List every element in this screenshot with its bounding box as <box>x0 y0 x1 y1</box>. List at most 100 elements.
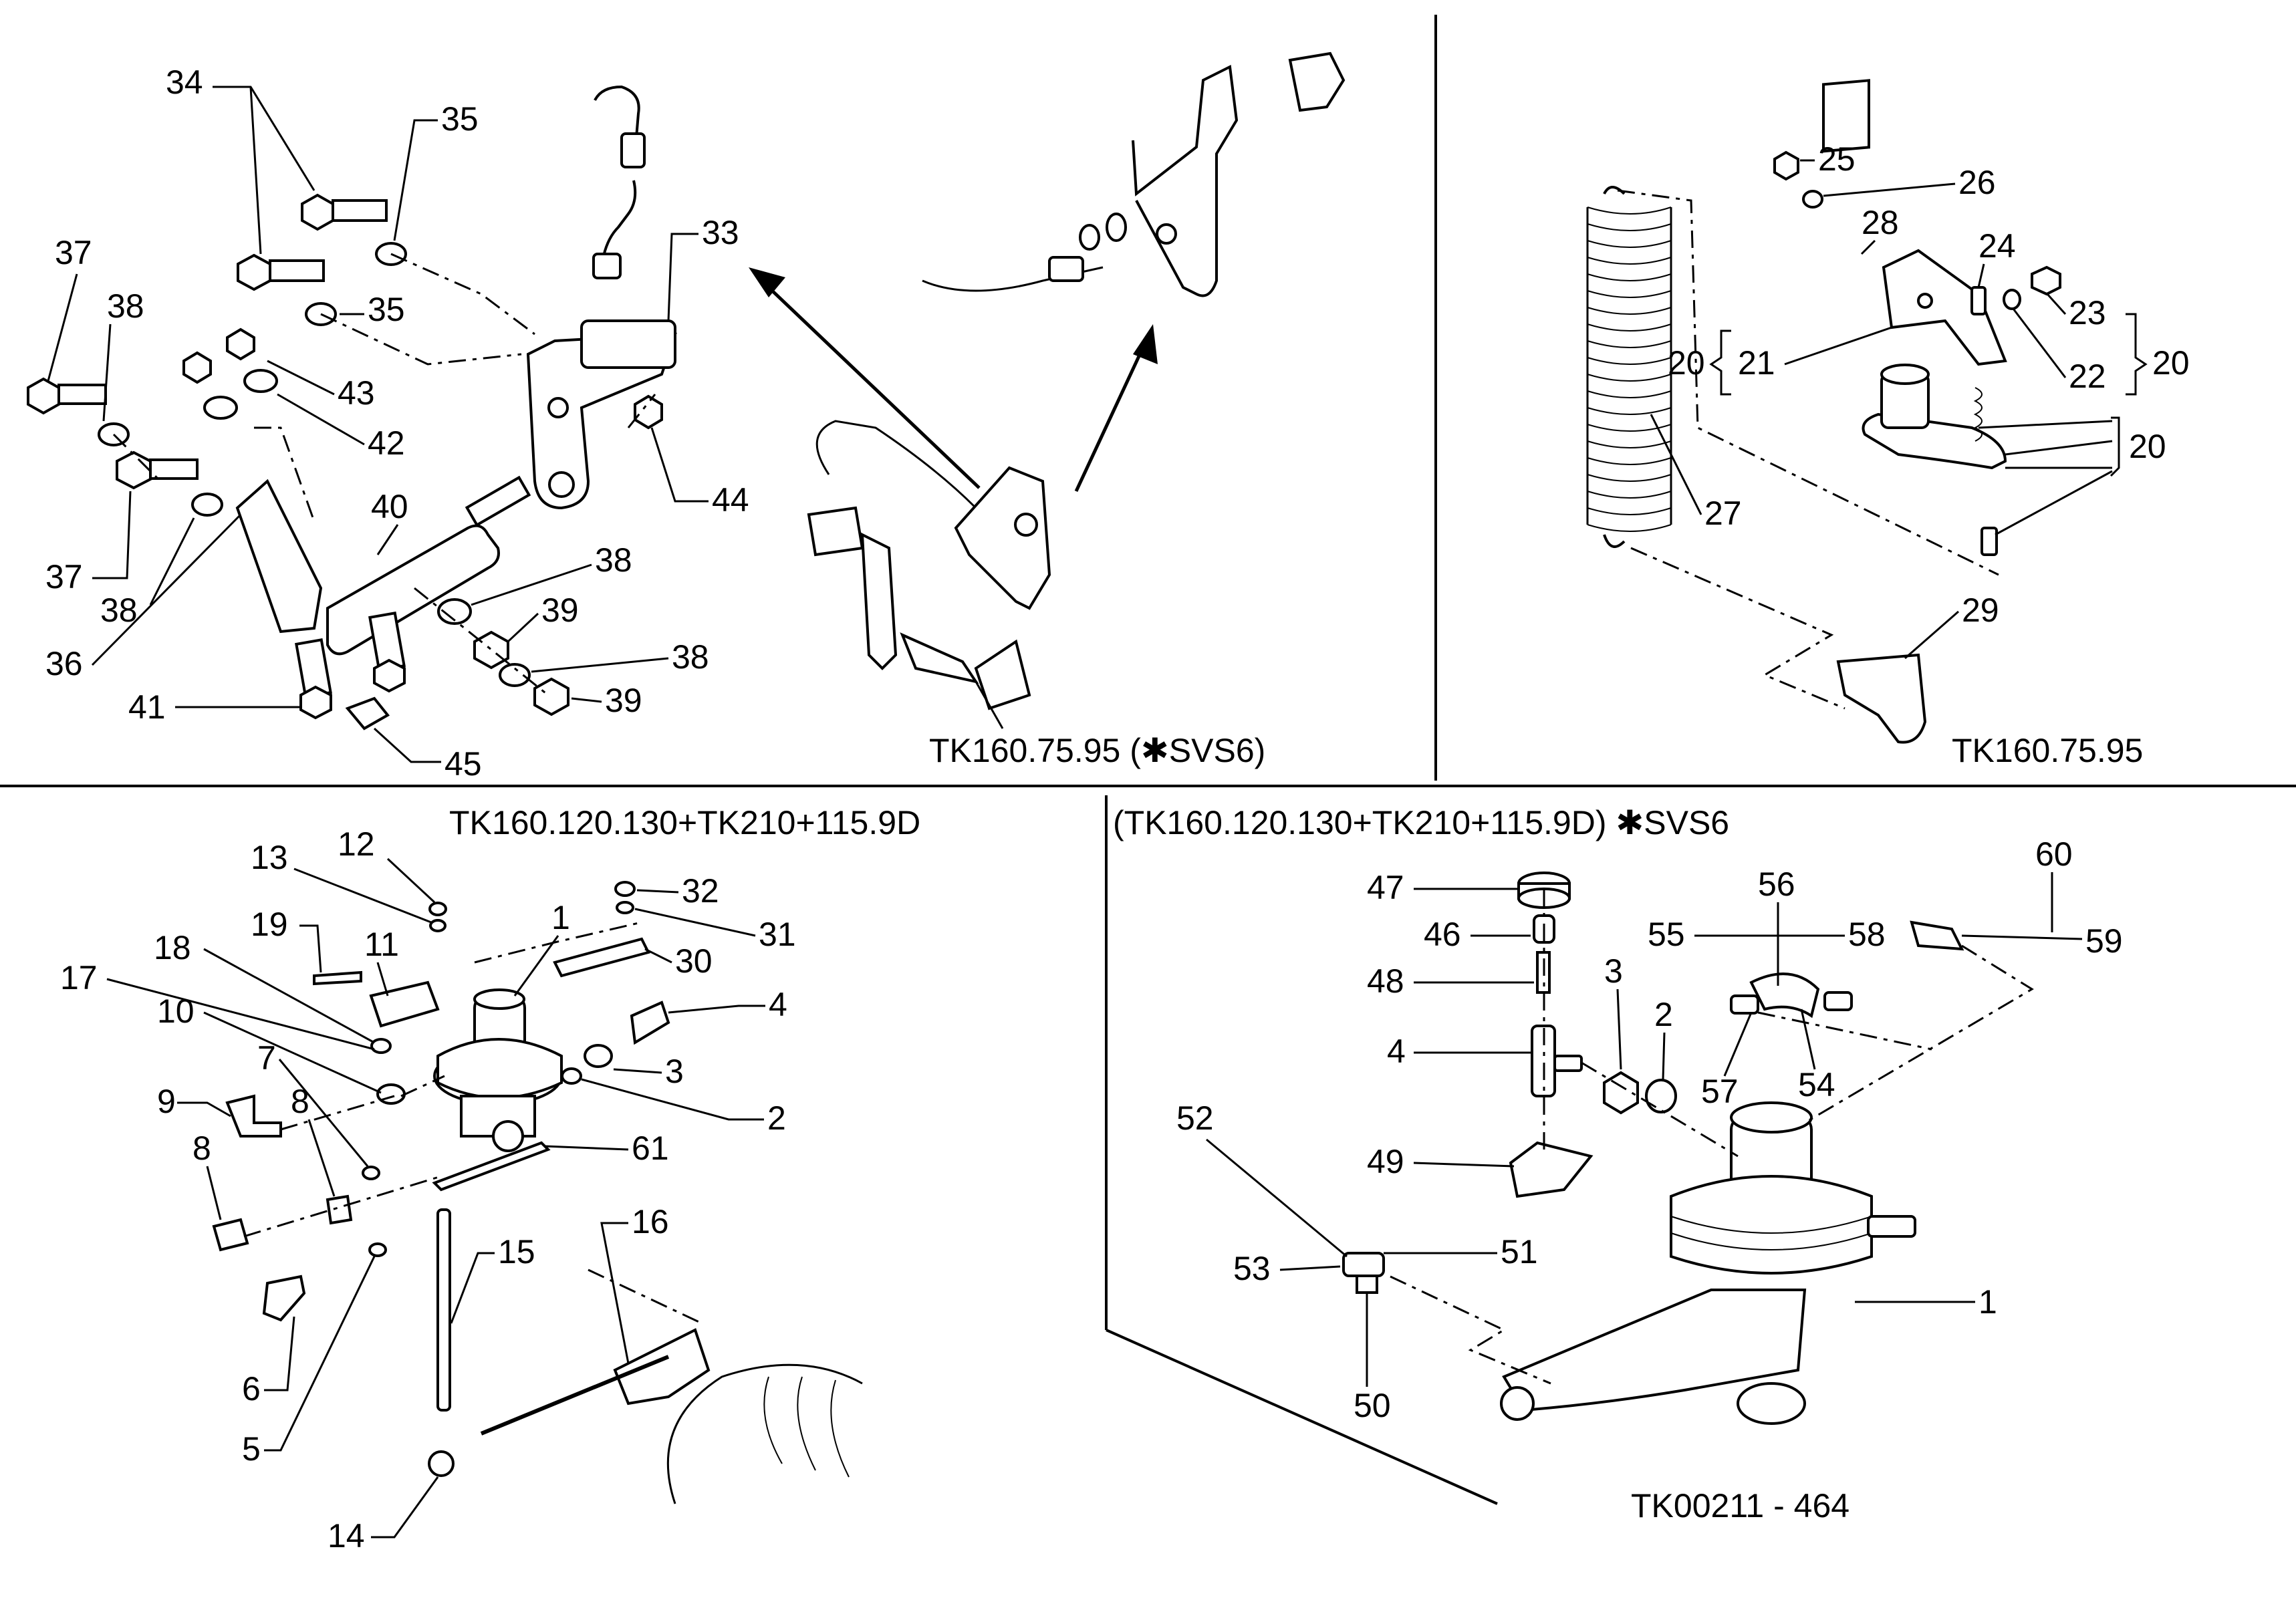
callout-57: 57 <box>1701 1073 1739 1110</box>
callout-20-left: 20 <box>1668 344 1705 382</box>
callout-29: 29 <box>1962 591 1999 629</box>
installed-clamp-mid <box>974 639 1031 710</box>
callout-20-switch: 20 <box>2129 428 2166 465</box>
callout-26: 26 <box>1958 164 1996 201</box>
bolt-41-b-head <box>373 658 406 693</box>
leader-36 <box>91 513 242 666</box>
bolt-41-a-head <box>299 685 332 720</box>
installed-cylinder-mid <box>900 632 979 684</box>
leader-45 <box>373 727 441 763</box>
clevis-14 <box>428 1450 455 1477</box>
callout-46: 46 <box>1424 916 1461 953</box>
alignment-line-1 <box>390 253 535 336</box>
callout-25: 25 <box>1818 140 1856 178</box>
callout-60: 60 <box>2035 835 2073 873</box>
alignment-line-bl-2 <box>400 1075 445 1097</box>
installed-nut-upper <box>1048 256 1084 282</box>
callout-38-b: 38 <box>100 591 138 629</box>
nut-3-br <box>1603 1071 1639 1115</box>
leader-10 <box>203 1011 382 1094</box>
callout-47: 47 <box>1367 869 1404 906</box>
callout-12: 12 <box>338 825 375 863</box>
nut-17 <box>370 1038 392 1054</box>
washer-13 <box>429 919 447 932</box>
alignment-line-bl-3 <box>280 1095 395 1131</box>
callout-7: 7 <box>257 1039 276 1077</box>
elbow-54 <box>1749 972 1820 1019</box>
washer-2 <box>561 1067 582 1085</box>
callout-53: 53 <box>1233 1250 1271 1287</box>
switch-pin <box>1981 527 1998 556</box>
leader-3-br <box>1616 988 1622 1070</box>
leader-28 <box>1860 239 1876 255</box>
leader-12 <box>386 857 436 904</box>
leader-21 <box>1784 326 1892 366</box>
callout-55: 55 <box>1648 916 1685 953</box>
washer-22 <box>2003 289 2021 310</box>
callout-61: 61 <box>632 1129 669 1167</box>
callout-24: 24 <box>1979 227 2016 265</box>
leader-22 <box>2012 308 2067 378</box>
bracket-36 <box>235 479 323 634</box>
callout-52: 52 <box>1176 1099 1214 1137</box>
arrow-up-right <box>1074 346 1145 493</box>
callout-9: 9 <box>157 1083 176 1120</box>
callout-58: 58 <box>1848 916 1886 953</box>
leader-32 <box>636 889 679 894</box>
callout-37-upper: 37 <box>55 234 92 271</box>
valve-1-arm-br <box>1502 1289 1807 1412</box>
top-left-assembly: 34 35 35 33 37 38 43 42 40 44 37 38 36 3… <box>27 51 1346 783</box>
valve-1-port-br <box>1737 1382 1806 1425</box>
leader-4-bl <box>668 1005 765 1014</box>
caption-bottom-left: TK160.120.130+TK210+115.9D <box>449 804 920 841</box>
valve-1-rings <box>1670 1216 1872 1250</box>
bottom-right-assembly: 47 46 48 4 49 3 2 56 55 58 57 54 60 59 1… <box>1176 835 2123 1425</box>
leader-2-bl <box>581 1078 764 1121</box>
callout-21: 21 <box>1738 344 1775 382</box>
installed-valve-upper <box>1288 51 1346 112</box>
leader-38-b <box>149 517 195 606</box>
caption-bottom-right: (TK160.120.130+TK210+115.9D) ✱SVS6 <box>1113 804 1729 841</box>
callout-39-a: 39 <box>541 591 579 629</box>
callout-41: 41 <box>128 688 166 726</box>
alignment-line-bl-5 <box>588 1268 703 1325</box>
alignment-line-br-5 <box>1757 1011 1932 1051</box>
callout-38-c: 38 <box>595 541 632 579</box>
callout-56: 56 <box>1758 865 1795 903</box>
caption-top-right: TK160.75.95 <box>1952 732 2143 769</box>
leader-53 <box>1279 1265 1341 1271</box>
callout-32: 32 <box>682 872 719 910</box>
callout-42: 42 <box>368 424 405 462</box>
washer-42-a <box>203 396 238 420</box>
leader-57 <box>1723 1012 1753 1077</box>
small-spring <box>1973 387 1983 442</box>
valve-1-body-br <box>1670 1175 1873 1275</box>
callout-22: 22 <box>2069 358 2106 395</box>
callout-14: 14 <box>328 1517 365 1555</box>
bottom-left-assembly: 12 13 19 11 18 17 10 7 9 8 8 1 32 31 30 … <box>60 825 863 1555</box>
callout-1-br: 1 <box>1979 1283 1997 1321</box>
leader-8-mid <box>307 1119 336 1197</box>
leader-17 <box>106 978 375 1051</box>
callout-18: 18 <box>154 929 191 966</box>
caption-top-left: TK160.75.95 (✱SVS6) <box>929 732 1265 769</box>
tire-outline <box>666 1363 863 1504</box>
bracket-29 <box>1836 653 1927 744</box>
callout-35-upper: 35 <box>441 100 479 138</box>
installed-washer-upper <box>1079 224 1100 251</box>
nut-32 <box>614 881 636 897</box>
alignment-line-2 <box>320 313 522 366</box>
installed-bracket-hole <box>1014 513 1038 537</box>
plate-30 <box>553 937 650 978</box>
installed-bracket-upper <box>1132 64 1239 297</box>
washer-26 <box>1802 190 1823 209</box>
alignment-line-tr-2 <box>1630 547 1845 710</box>
leader-43 <box>267 360 335 396</box>
bolt-37-lower <box>116 450 199 490</box>
tap-49 <box>1509 1141 1593 1198</box>
washer-2-br <box>1645 1079 1677 1113</box>
callout-16: 16 <box>632 1203 669 1240</box>
nut-43-a <box>182 351 212 384</box>
valve-bracket <box>526 332 677 510</box>
